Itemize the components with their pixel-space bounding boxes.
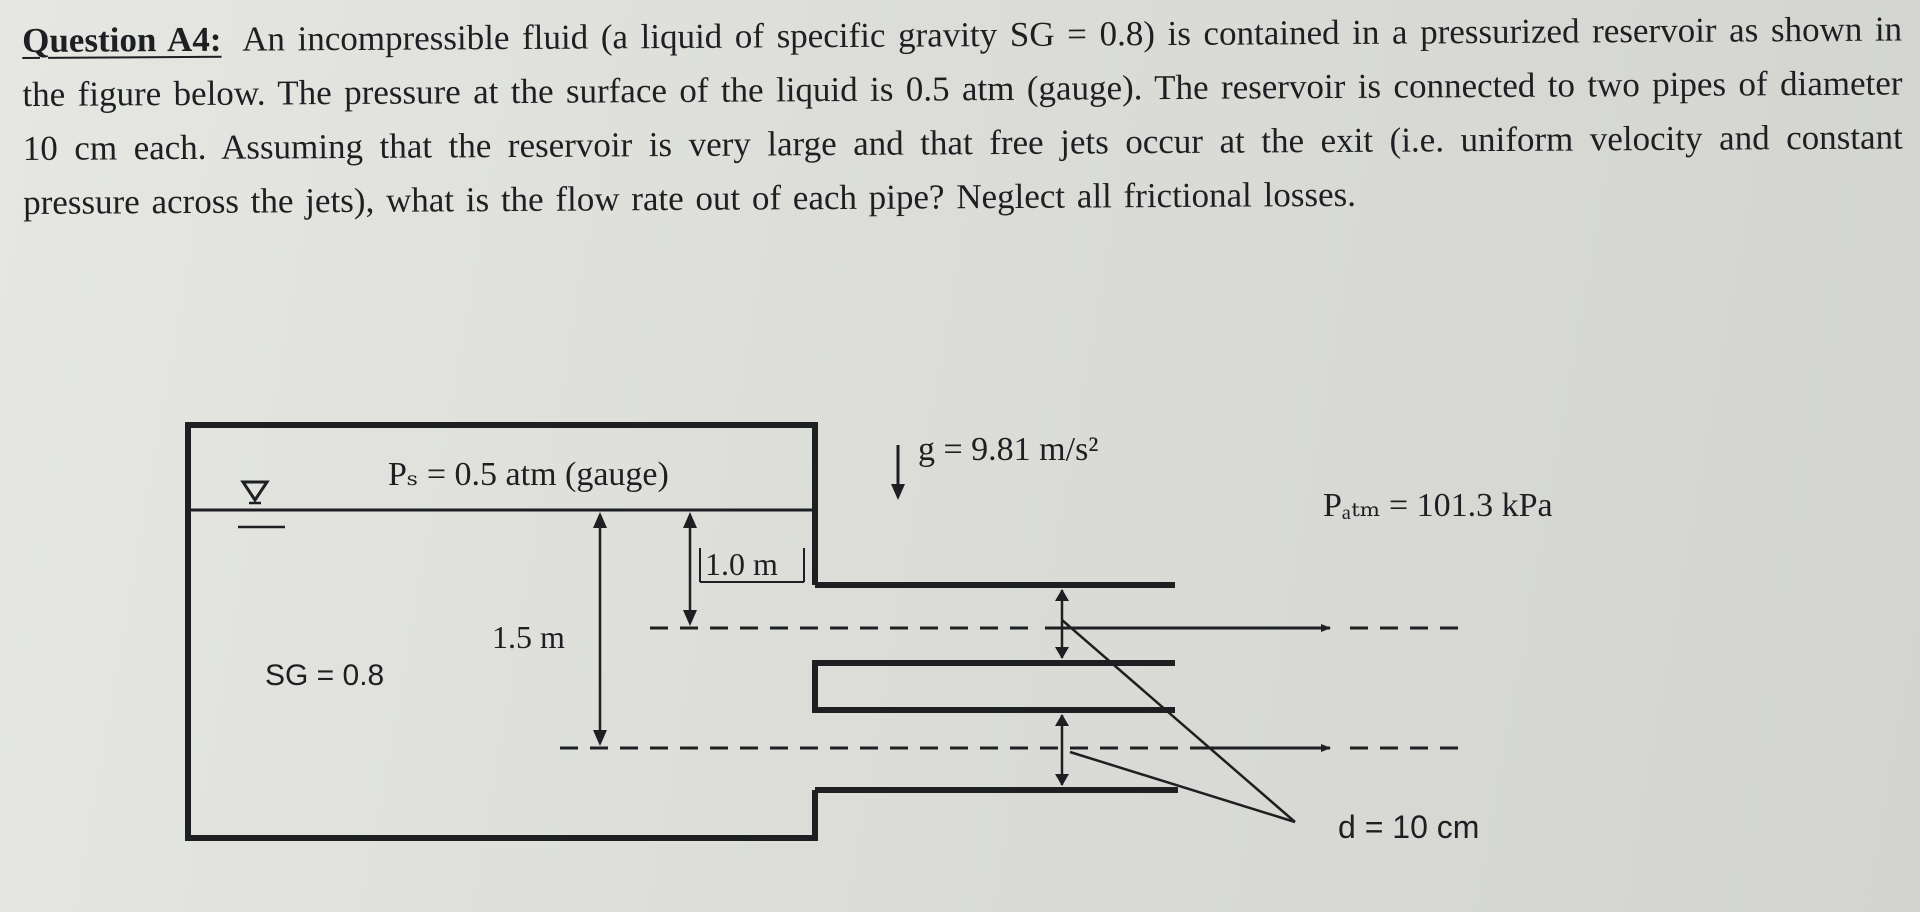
free-surface-icon	[238, 480, 285, 529]
depth-lower-label: 1.5 m	[492, 619, 565, 655]
reservoir-outline	[185, 422, 818, 841]
surface-pressure-label: Pₛ = 0.5 atm (gauge)	[388, 456, 669, 493]
gravity-arrow-icon	[891, 445, 905, 500]
gravity-label: g = 9.81 m/s²	[918, 431, 1099, 468]
depth-upper-label: 1.0 m	[705, 546, 778, 582]
specific-gravity-label: SG = 0.8	[265, 659, 384, 692]
depth-upper-dimension	[683, 512, 805, 626]
diameter-leader-lines	[1061, 619, 1296, 824]
diameter-label: d = 10 cm	[1338, 809, 1479, 845]
atm-pressure-label: Pₐₜₘ = 101.3 kPa	[1323, 487, 1553, 524]
diameter-markers	[1055, 589, 1069, 786]
upper-pipe	[812, 582, 1175, 713]
depth-lower-dimension	[593, 512, 607, 746]
